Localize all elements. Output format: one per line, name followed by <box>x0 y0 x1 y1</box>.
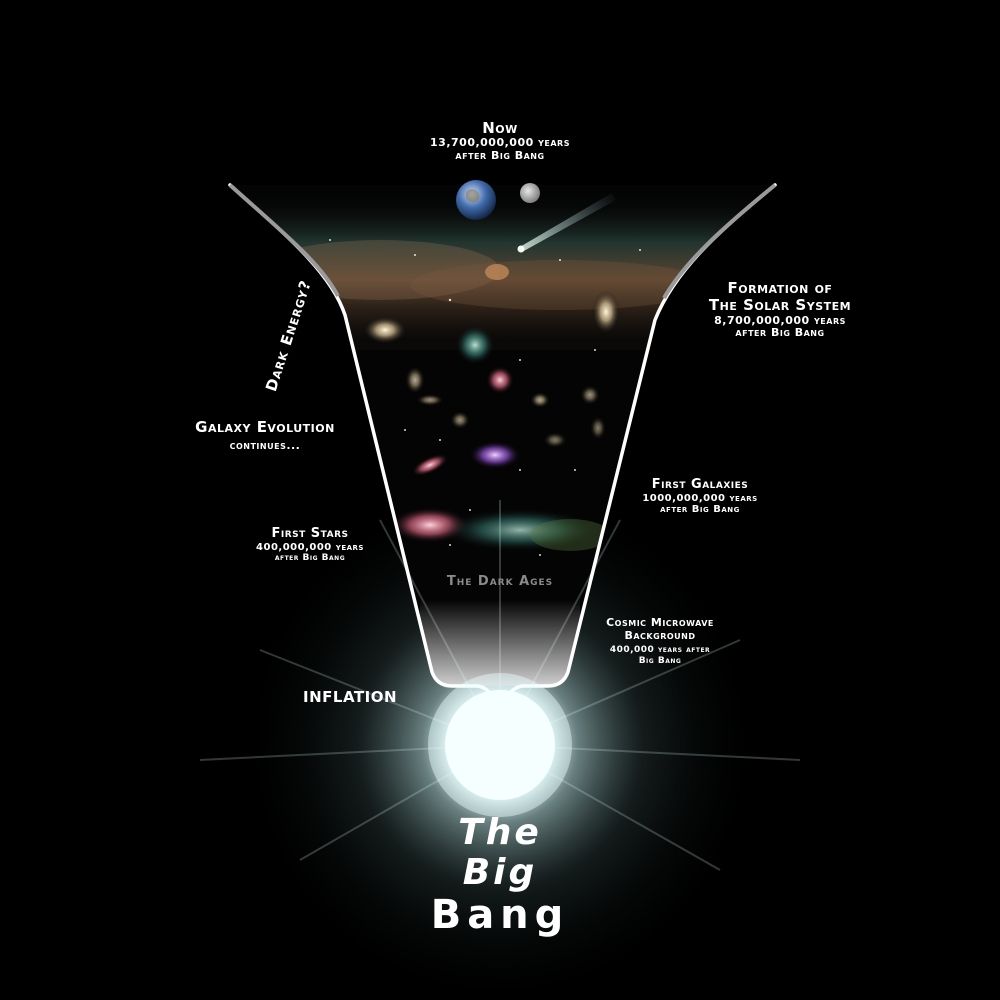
cmb-title-2: Background <box>624 628 696 642</box>
cmb-time: 400,000 years after <box>609 645 711 656</box>
elliptical-galaxy <box>592 290 620 334</box>
early-galaxy <box>469 441 521 469</box>
solar-system-time: 8,700,000,000 years <box>714 313 846 327</box>
spiral-galaxy <box>363 316 407 344</box>
now-time: 13,700,000,000 years <box>430 136 570 150</box>
big-bang-flare <box>199 500 801 871</box>
label-inflation: INFLATION <box>303 688 398 706</box>
first-galaxies-time: 1000,000,000 years <box>642 492 758 504</box>
title-the: The <box>458 812 542 853</box>
now-title: Now <box>482 119 518 137</box>
label-first-stars: First Stars 400,000,000 years after Big … <box>240 526 380 564</box>
first-galaxies-suffix: after Big Bang <box>660 504 740 516</box>
title-bang: Bang <box>430 892 570 938</box>
solar-system-title-1: Formation of <box>727 279 833 297</box>
label-cmb: Cosmic Microwave Background 400,000 year… <box>585 616 735 666</box>
cmb-suffix: Big Bang <box>638 655 682 666</box>
first-stars-suffix: after Big Bang <box>274 553 346 564</box>
comet-icon <box>518 193 616 252</box>
label-galaxy-evolution: Galaxy Evolution continues... <box>170 418 360 453</box>
galaxy-evolution-title: Galaxy Evolution <box>195 418 335 436</box>
now-suffix: after Big Bang <box>455 148 545 162</box>
label-solar-system: Formation of The Solar System 8,700,000,… <box>685 279 875 340</box>
solar-system-suffix: after Big Bang <box>735 326 825 340</box>
galaxy <box>486 366 514 394</box>
title-big: Big <box>462 852 538 893</box>
first-stars-title: First Stars <box>271 526 349 541</box>
galaxy-evolution-suffix: continues... <box>229 439 301 453</box>
label-now: Now 13,700,000,000 years after Big Bang <box>400 119 600 163</box>
spiral-galaxy <box>455 325 495 365</box>
label-first-galaxies: First Galaxies 1000,000,000 years after … <box>625 477 775 516</box>
first-stars-time: 400,000,000 years <box>256 541 364 553</box>
moon-icon <box>520 183 540 203</box>
solar-system-title-2: The Solar System <box>708 296 852 315</box>
first-galaxies-title: First Galaxies <box>651 477 749 492</box>
label-dark-ages: The Dark Ages <box>446 574 554 589</box>
cmb-title-1: Cosmic Microwave <box>606 616 714 629</box>
